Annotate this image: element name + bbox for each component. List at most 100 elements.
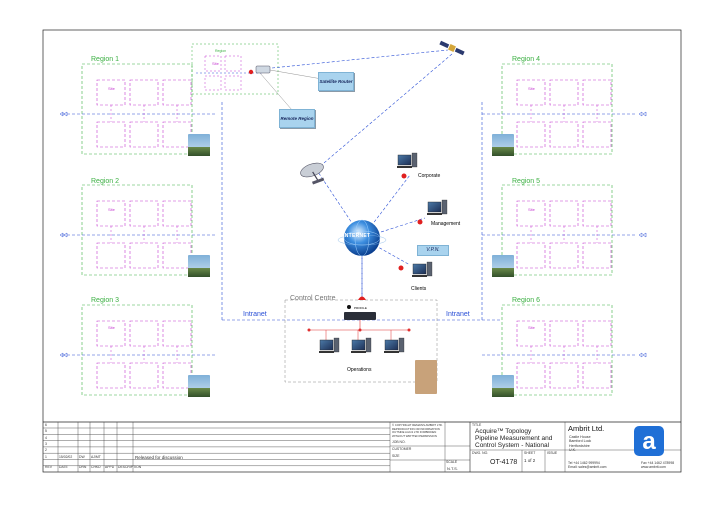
revision-number: 1 [45, 454, 47, 459]
copyright-line: © COPYRIGHT REMAINS AMBRIT LTD. [392, 423, 443, 427]
revision-number: 2 [45, 448, 47, 453]
site-box [162, 320, 192, 347]
drawing-title-line: Control System - National [475, 442, 550, 449]
sheet-value: 1 of 2 [524, 458, 536, 463]
site-box [549, 121, 579, 148]
drawing-border [42, 29, 682, 473]
scale-value: N.T.S. [447, 466, 458, 471]
control-centre-label: Control Centre [290, 295, 336, 302]
bus-end-marker [63, 232, 68, 238]
drawing-number-label: DWG. NO. [472, 451, 489, 455]
corporate-workstation-icon [397, 152, 418, 168]
site-box [224, 75, 242, 91]
region-boundary [81, 304, 193, 396]
alarm-icon [398, 265, 404, 271]
size-label: SIZE [392, 454, 400, 458]
revision-number: 3 [45, 441, 47, 446]
contact-line: Fax +44 1462 478998 [641, 461, 675, 465]
bus-end-marker [642, 111, 647, 117]
revision-drawn: DW [79, 454, 85, 459]
region-boundary [81, 184, 193, 276]
revision-number: 6 [45, 423, 47, 427]
site-box [549, 242, 579, 269]
site-box [162, 121, 192, 148]
address-line: Bamford Lock [569, 439, 592, 444]
site-box [204, 75, 222, 91]
operations-workstation-icon [319, 337, 340, 353]
site-box [516, 242, 546, 269]
alarm-icon [401, 173, 407, 179]
satellite-router-icon [255, 65, 271, 74]
site-box [549, 79, 579, 106]
region-2-label: Region 2 [91, 178, 120, 185]
title-label: TITLE [472, 423, 482, 427]
router-badge-icon [347, 305, 351, 309]
operator-photo [415, 360, 437, 394]
lan-node [407, 328, 411, 332]
site-box [549, 200, 579, 227]
site-box [96, 121, 126, 148]
site-box [129, 79, 159, 106]
operations-workstation-icon [351, 337, 372, 353]
intranet-left-label: Intranet [243, 311, 267, 318]
site-label: Site [212, 61, 219, 66]
site-photo-ground [188, 388, 210, 397]
lan-node [358, 328, 362, 332]
scale-label: SCALE [446, 460, 458, 464]
drawing-title-line: Pipeline Measurement and [475, 435, 553, 442]
copyright-line: OUTSIDE Ambrit LTD FORBIDDEN [392, 430, 437, 435]
operations-workstation-icon [384, 337, 405, 353]
internet-label: INTERNET [343, 233, 371, 239]
region-3-label: Region 3 [91, 297, 120, 304]
revision-description: Released for discussion [135, 454, 183, 460]
site-box [516, 362, 546, 389]
remote-region-callout: Remote Region [279, 109, 315, 128]
site-box [204, 55, 222, 72]
company-logo [634, 426, 664, 456]
site-box [549, 362, 579, 389]
site-box [96, 242, 126, 269]
callout-leader [269, 69, 323, 80]
management-label: Management [431, 221, 461, 227]
region-boundary [501, 304, 613, 396]
firewall-icon [358, 296, 366, 300]
region-5-label: Region 5 [512, 178, 541, 185]
site-box [582, 362, 612, 389]
issue-label: ISSUE [547, 451, 558, 455]
site-box [516, 79, 546, 106]
site-photo-ground [188, 268, 210, 277]
intranet-right-label: Intranet [446, 311, 470, 318]
contact-line: Tel +44 1462 999994 [568, 461, 600, 465]
bus-end-marker [63, 352, 68, 358]
site-box [516, 121, 546, 148]
revision-header: DRN [79, 465, 87, 469]
site-photo-ground [492, 388, 514, 397]
management-workstation-icon [427, 199, 448, 215]
revision-header: APPD [105, 465, 115, 469]
site-box [549, 320, 579, 347]
site-photo-ground [492, 268, 514, 277]
site-photo-ground [492, 147, 514, 156]
satellite-icon [439, 40, 465, 56]
site-box [162, 200, 192, 227]
copyright-line: WITHOUT WRITTEN PERMISSION [392, 434, 437, 439]
site-box [582, 320, 612, 347]
alarm-icon [417, 219, 423, 225]
bus-end-marker [638, 111, 643, 117]
region-boundary [501, 184, 613, 276]
customer-label: CUSTOMER [392, 447, 412, 451]
job-no-label: JOB NO. [392, 440, 406, 444]
drawing-title-line: Acquire™ Topology [475, 428, 532, 435]
clients-label: Clients [411, 286, 427, 292]
revision-number: 5 [45, 429, 47, 434]
site-box [224, 55, 242, 72]
bus-end-marker [59, 111, 64, 117]
internet-link [361, 237, 411, 266]
site-box [129, 362, 159, 389]
region-1-label: Region 1 [91, 56, 120, 63]
internet-globe-icon [344, 220, 380, 256]
site-box [129, 242, 159, 269]
site-label: Site [528, 86, 535, 91]
site-box [582, 121, 612, 148]
